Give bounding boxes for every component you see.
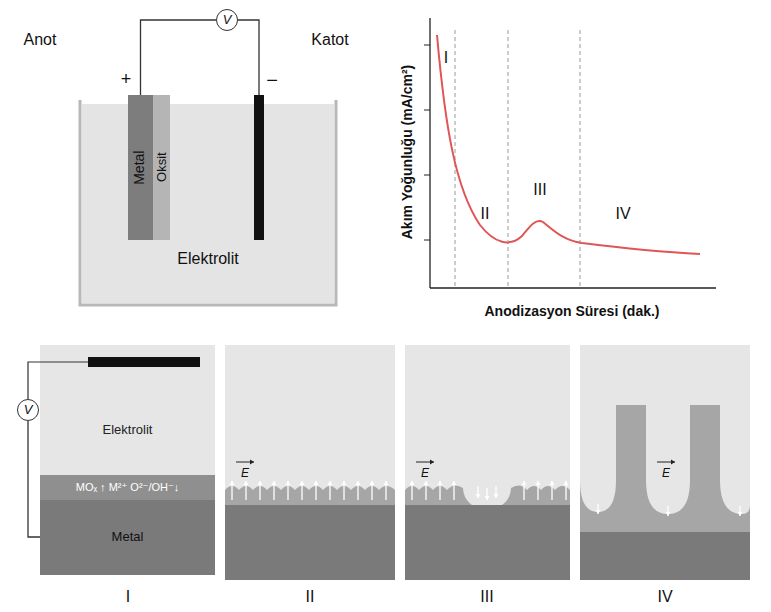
polarity-sign: − — [266, 69, 278, 91]
stage-number: III — [480, 588, 493, 606]
stage-three — [405, 345, 570, 580]
part-label: Anot — [24, 31, 57, 49]
node-text: MOₓ ↑ M²⁺ O²⁻/OH⁻↓ — [76, 481, 180, 493]
node-text: Elektrolit — [177, 250, 238, 268]
axis-label: Anodizasyon Süresi (dak.) — [484, 304, 659, 319]
region-number: I — [444, 49, 448, 67]
stage-number: II — [306, 588, 315, 606]
node-text: Metal — [112, 530, 144, 544]
field-label: E — [662, 467, 670, 480]
polarity-sign: + — [121, 70, 132, 90]
voltmeter: V — [17, 399, 39, 421]
region-number: II — [481, 205, 490, 223]
node-text: V — [24, 403, 33, 417]
field-label: E — [241, 467, 249, 480]
beaker-electrolyte: Elektrolit — [82, 100, 334, 305]
metal-band: Metal — [40, 500, 215, 575]
wire — [141, 20, 217, 95]
cathode — [88, 357, 200, 367]
wire — [28, 362, 88, 399]
field-label: E — [421, 467, 429, 480]
region-number: IV — [615, 205, 630, 223]
region-number: III — [533, 181, 546, 199]
electrolyte-fill — [40, 345, 215, 475]
cathode — [254, 95, 264, 240]
graph — [424, 18, 716, 288]
axis-label: Akım Yoğunluğu (mA/cm²) — [400, 65, 415, 239]
stage-four — [580, 345, 750, 580]
node-text: Metal — [133, 150, 148, 184]
stage-two — [225, 345, 395, 580]
wire — [28, 421, 40, 537]
ion-arrows — [230, 481, 743, 516]
electrolyte-fill — [82, 104, 334, 303]
part-label: Katot — [311, 31, 348, 49]
node-text: Oksit — [154, 153, 168, 183]
current-curve — [437, 35, 700, 254]
electrolyte-band: Elektrolit — [40, 345, 215, 475]
voltmeter: V — [216, 9, 238, 31]
beaker — [80, 100, 336, 305]
oxide-layer: Oksit — [153, 95, 170, 240]
node-text: Elektrolit — [103, 423, 153, 437]
stage-number: I — [126, 588, 130, 606]
wire — [238, 20, 259, 95]
anode-metal: Metal — [128, 95, 153, 240]
stage-number: IV — [657, 588, 672, 606]
node-text: V — [223, 13, 232, 27]
oxide-band: MOₓ ↑ M²⁺ O²⁻/OH⁻↓ — [40, 475, 215, 500]
